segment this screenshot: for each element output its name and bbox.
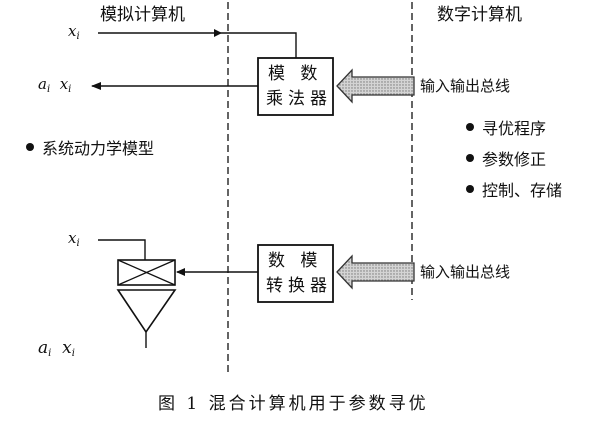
- aixi-label-top: ai xi: [38, 75, 72, 95]
- arrowhead-left-icon: [91, 82, 101, 90]
- task-item: 控制、存储: [466, 183, 562, 199]
- converter-label-line2: 转换器: [266, 276, 332, 296]
- arrowhead-right-icon: [214, 29, 222, 37]
- bus-arrow-top: [336, 68, 415, 104]
- xi-input-line-bottom: [98, 239, 146, 260]
- bullet-icon: [466, 123, 474, 131]
- task-item: 参数修正: [466, 152, 546, 168]
- bullet-icon: [466, 154, 474, 162]
- bus-arrow-bottom: [336, 254, 415, 290]
- system-dynamics-model-label: 系统动力学模型: [26, 141, 154, 157]
- bullet-icon: [466, 185, 474, 193]
- multiplier-block: [257, 57, 334, 116]
- analog-computer-header: 模拟计算机: [100, 5, 185, 25]
- xi-label-top: xi: [68, 22, 80, 42]
- multiplier-label-line2: 乘法器: [266, 89, 332, 109]
- converter-block: [257, 244, 334, 303]
- bus-label-top: 输入输出总线: [420, 77, 511, 95]
- xi-label-bottom: xi: [68, 229, 80, 249]
- amplifier-triangle: [116, 289, 177, 334]
- bullet-icon: [26, 143, 34, 151]
- task-item: 寻优程序: [466, 121, 546, 137]
- bus-label-bottom: 输入输出总线: [420, 263, 511, 281]
- digital-computer-header: 数字计算机: [437, 5, 522, 25]
- aixi-label-bottom: ai xi: [38, 338, 75, 359]
- multiplier-label-line1: 模 数: [268, 64, 323, 84]
- multiplier-cross-line: [117, 259, 176, 286]
- converter-label-line1: 数 模: [268, 251, 323, 271]
- figure-caption: 图 1 混合计算机用于参数寻优: [158, 394, 429, 414]
- arrowhead-left-icon: [176, 268, 185, 276]
- xi-input-line-top: [98, 32, 297, 58]
